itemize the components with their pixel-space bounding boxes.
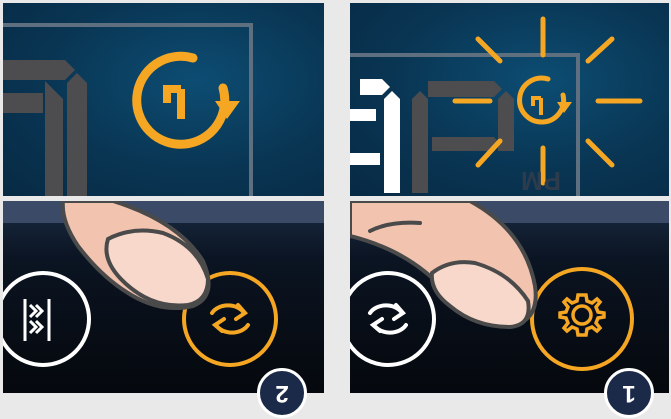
seven-segment-digit (3, 60, 87, 196)
rinse-button[interactable] (350, 273, 434, 365)
step-number-badge: 1 (604, 368, 654, 418)
control-panel-step-2 (3, 201, 324, 393)
display-panel-step-2 (3, 3, 324, 196)
gear-icon (560, 295, 604, 335)
seven-segment-digit-lit (350, 79, 400, 193)
dishwasher-program-icon (25, 299, 49, 341)
display-panel-step-1 (350, 3, 669, 196)
seven-segment-digit (412, 81, 514, 193)
control-graphic (350, 201, 669, 393)
control-graphic (3, 201, 324, 393)
program-button[interactable] (3, 273, 89, 365)
rotate-arrow-icon (137, 56, 240, 144)
control-panel-step-1 (350, 201, 669, 393)
glow-rays (455, 19, 640, 183)
cycle-arrows-icon (370, 305, 406, 333)
rotate-arrow-icon (520, 78, 572, 122)
display-graphic (3, 3, 324, 196)
panel-edge (3, 201, 324, 223)
cycle-arrows-icon (212, 305, 248, 333)
step-number-badge: 2 (257, 368, 307, 418)
settings-button[interactable] (532, 269, 632, 369)
pm-indicator: PM (520, 165, 561, 196)
display-graphic (350, 3, 669, 196)
